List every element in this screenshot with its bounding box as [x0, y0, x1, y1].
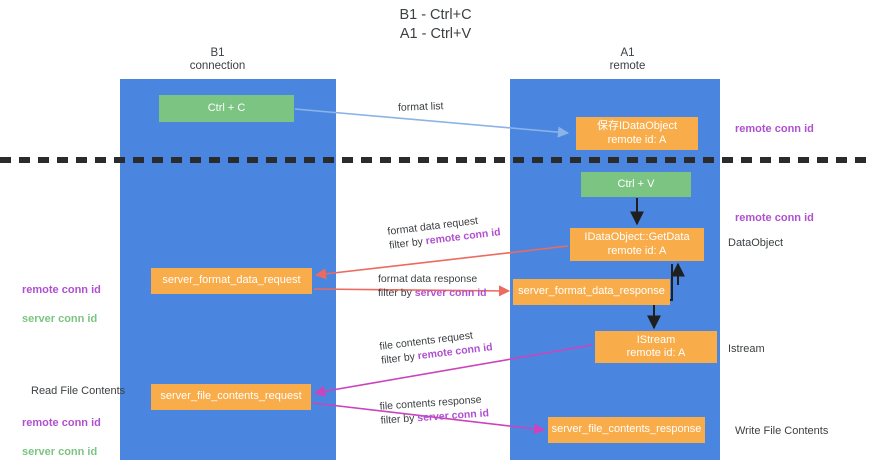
edge-label-format-data-response-line1: format data response [378, 273, 478, 285]
annotation-remote-conn-id-left-2: remote conn id [22, 416, 101, 429]
filter-by-prefix: filter by [388, 235, 427, 252]
edge-label-file-contents-request: file contents request filter by remote c… [379, 326, 494, 367]
edge-label-format-data-response: format data response filter by server co… [378, 272, 487, 300]
edge-label-format-list: format list [398, 99, 444, 115]
annotation-remote-conn-id-top: remote conn id [735, 123, 814, 135]
node-istream[interactable]: IStream remote id: A [595, 331, 717, 363]
node-server-file-contents-request[interactable]: server_file_contents_request [151, 384, 311, 410]
annotation-remote-conn-id-left-1: remote conn id [22, 283, 101, 296]
filter-by-value: server conn id [414, 287, 487, 299]
annotation-server-conn-id-left-2: server conn id [22, 445, 98, 458]
node-ctrl-c[interactable]: Ctrl + C [159, 95, 294, 122]
annotation-server-conn-id-left-1: server conn id [22, 312, 98, 325]
edge-label-file-contents-response: file contents response filter by server … [379, 392, 489, 428]
annotation-write-file-contents: Write File Contents [735, 425, 829, 437]
node-ctrl-v[interactable]: Ctrl + V [581, 172, 691, 197]
node-server-file-contents-request-label: server_file_contents_request [160, 390, 302, 403]
filter-by-prefix: filter by [378, 287, 415, 299]
node-ctrl-v-label: Ctrl + V [617, 177, 655, 190]
edge-label-format-data-response-line2: filter by server conn id [378, 286, 487, 300]
node-idataobject-subtitle: remote id: A [607, 133, 667, 146]
node-idataobject[interactable]: 保存IDataObject remote id: A [576, 117, 698, 150]
edge-label-format-list-line1: format list [397, 100, 444, 114]
phase-divider-dashed-line [0, 157, 871, 163]
column-header-a1: A1 remote [609, 47, 646, 72]
page-title: B1 - Ctrl+C A1 - Ctrl+V [399, 7, 472, 42]
annotation-istream: Istream [728, 343, 765, 355]
annotation-left-conn-ids-2: remote conn id server conn id [22, 401, 101, 474]
node-ctrl-c-label: Ctrl + C [207, 101, 246, 114]
annotation-dataobject: DataObject [728, 237, 784, 249]
annotation-remote-conn-id-mid: remote conn id [735, 212, 814, 224]
annotation-read-file-contents: Read File Contents [31, 385, 126, 397]
node-idataobject-label: 保存IDataObject [596, 120, 678, 132]
node-idataobject-getdata-label: IDataObject::GetData [584, 231, 690, 243]
edge-label-format-data-request: format data request filter by remote con… [387, 211, 502, 252]
node-server-format-data-response-label: server_format_data_response [518, 285, 665, 298]
node-istream-label: IStream [636, 333, 676, 346]
annotation-left-conn-ids-1: remote conn id server conn id [22, 268, 101, 341]
node-idataobject-getdata-subtitle: remote id: A [607, 244, 667, 257]
node-server-format-data-request[interactable]: server_format_data_request [151, 268, 312, 294]
node-server-format-data-response[interactable]: server_format_data_response [513, 279, 670, 305]
node-server-file-contents-response[interactable]: server_file_contents_response [548, 417, 705, 443]
filter-by-prefix: filter by [380, 412, 418, 427]
node-server-format-data-request-label: server_format_data_request [162, 274, 301, 287]
filter-by-value: server conn id [416, 407, 490, 425]
node-istream-subtitle: remote id: A [626, 347, 686, 359]
node-server-file-contents-response-label: server_file_contents_response [551, 423, 702, 436]
filter-by-prefix: filter by [380, 350, 419, 367]
column-header-b1: B1 connection [189, 47, 246, 72]
node-idataobject-getdata[interactable]: IDataObject::GetData remote id: A [570, 228, 704, 261]
